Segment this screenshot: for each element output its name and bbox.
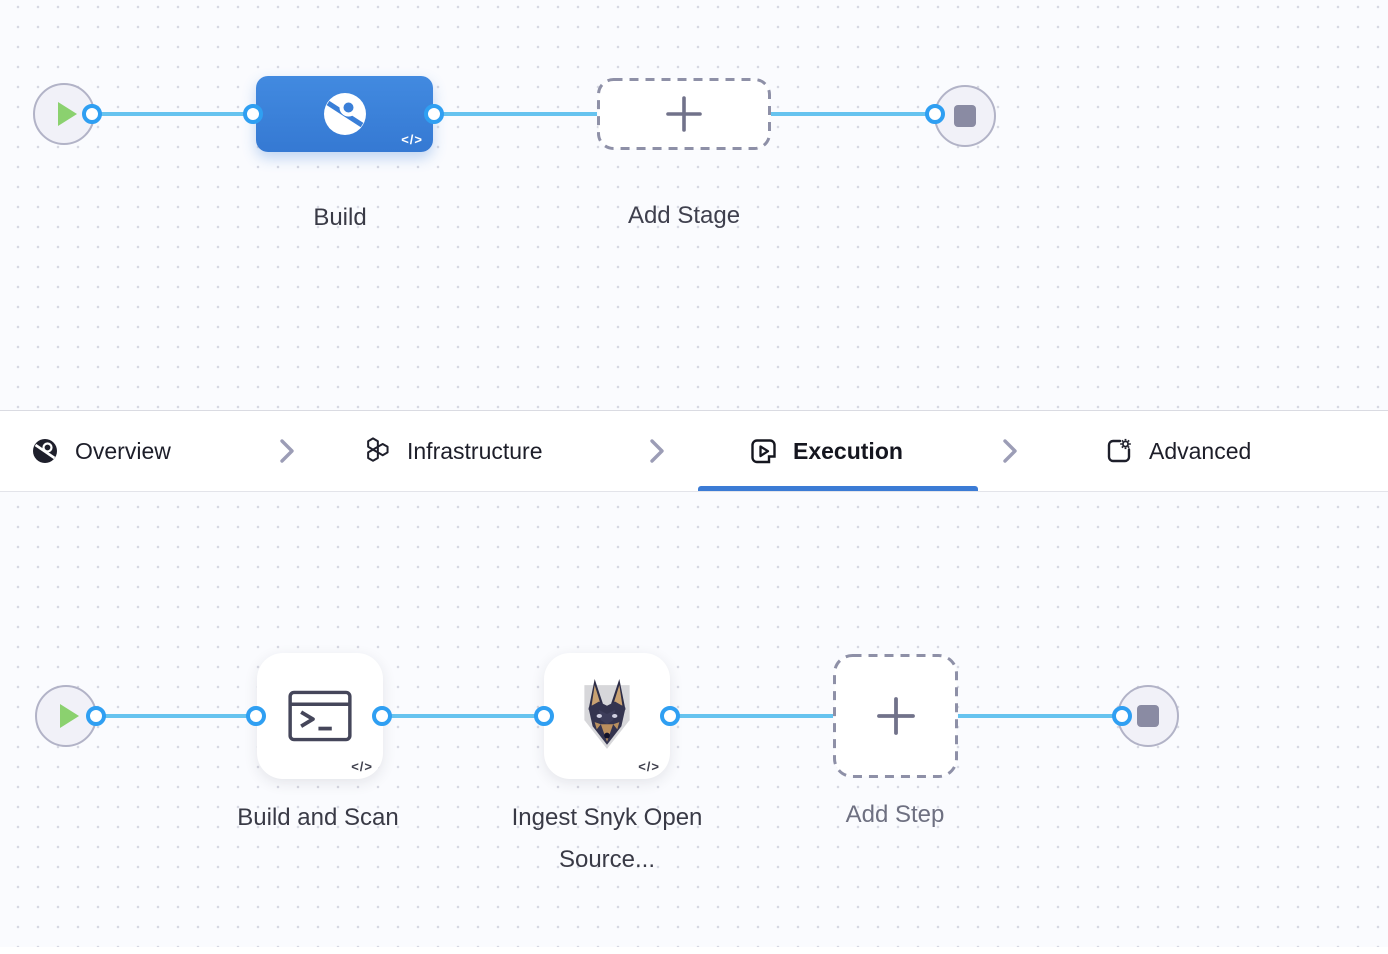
active-tab-underline xyxy=(698,486,978,491)
stage-label: Build xyxy=(313,204,367,231)
connector-dot[interactable] xyxy=(1112,706,1132,726)
connector-dot[interactable] xyxy=(534,706,554,726)
step-label: Ingest Snyk Open Source... xyxy=(511,804,703,873)
connector-line xyxy=(958,714,1122,718)
chevron-right-icon xyxy=(650,439,664,463)
connector-dot[interactable] xyxy=(243,104,263,124)
tab-label: Execution xyxy=(793,437,903,464)
connector-line xyxy=(92,112,253,116)
add-step-button[interactable] xyxy=(833,654,958,778)
gear-box-icon xyxy=(1107,438,1131,463)
chevron-right-icon xyxy=(280,439,294,463)
tab-advanced[interactable]: Advanced xyxy=(1104,411,1251,491)
tab-label: Infrastructure xyxy=(407,437,543,464)
plus-icon xyxy=(876,697,915,735)
snyk-doberman-icon xyxy=(584,679,630,749)
play-icon xyxy=(59,704,79,728)
chevron-right-icon xyxy=(1003,439,1017,463)
tab-infrastructure[interactable]: Infrastructure xyxy=(362,411,543,491)
connector-dot[interactable] xyxy=(246,706,266,726)
play-box-icon xyxy=(751,439,776,464)
add-step-label: Add Step xyxy=(845,801,945,828)
step-node-build-and-scan[interactable]: </> xyxy=(257,653,383,779)
add-stage-button[interactable] xyxy=(597,78,771,150)
canvas-bottom-edge xyxy=(0,947,1388,954)
step-label: Build and Scan xyxy=(237,804,399,831)
connector-dot[interactable] xyxy=(424,104,444,124)
connector-line xyxy=(382,714,544,718)
stage-detail-tab-bar: Overview Infrastructure Execution xyxy=(0,410,1388,492)
tab-execution[interactable]: Execution xyxy=(748,411,903,491)
connector-dot[interactable] xyxy=(82,104,102,124)
connector-dot[interactable] xyxy=(925,104,945,124)
terminal-icon xyxy=(288,690,352,742)
stop-icon xyxy=(954,105,976,127)
connector-line xyxy=(96,714,256,718)
ci-build-icon xyxy=(33,439,57,463)
code-badge: </> xyxy=(401,132,423,147)
plus-icon xyxy=(666,96,702,132)
tab-label: Advanced xyxy=(1149,437,1252,464)
code-badge: </> xyxy=(351,759,373,774)
add-stage-label: Add Stage xyxy=(627,202,741,229)
connector-dot[interactable] xyxy=(372,706,392,726)
hexagons-icon xyxy=(367,437,389,462)
step-node-ingest-snyk[interactable]: </> xyxy=(544,653,670,779)
stop-icon xyxy=(1137,705,1159,727)
connector-dot[interactable] xyxy=(86,706,106,726)
execution-start-node[interactable] xyxy=(35,685,97,747)
code-badge: </> xyxy=(638,759,660,774)
connector-line xyxy=(670,714,833,718)
stage-node-build[interactable]: </> xyxy=(256,76,433,152)
tab-label: Overview xyxy=(75,437,171,464)
play-icon xyxy=(57,102,77,126)
connector-line xyxy=(771,112,935,116)
tab-overview[interactable]: Overview xyxy=(30,411,171,491)
connector-dot[interactable] xyxy=(660,706,680,726)
connector-line xyxy=(434,112,597,116)
ci-build-icon xyxy=(323,93,366,135)
